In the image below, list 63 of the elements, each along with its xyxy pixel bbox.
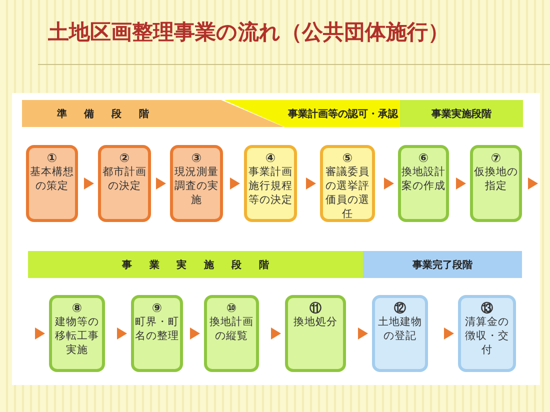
chevron-arrow [306,178,316,190]
chevron-arrow [230,178,240,190]
step-box [285,295,346,372]
step-box [372,295,428,372]
chevron-arrow [271,328,281,340]
step-box [244,145,297,222]
phase-label: 準 備 段 階 [56,108,150,120]
step-label: 現況測量調査の実施 [174,165,220,207]
step-box [49,295,105,372]
step-box [170,145,223,222]
phase-band [28,251,363,278]
chevron-arrow [117,328,127,340]
phase-label: 事業計画等の認可・承認 [288,108,398,120]
step-box [98,145,151,222]
chevron-arrow [444,328,454,340]
phase-band [400,100,523,127]
chevron-arrow [156,178,166,190]
step-label: 町界・町名の整理 [134,315,180,343]
step-number: ⑦ [490,151,502,165]
phase-band [224,100,402,127]
step-number: ⑤ [342,151,353,165]
step-number: ⑫ [394,301,406,315]
step-label: 土地建物の登記 [377,315,423,343]
step-number: ⑪ [310,301,322,315]
step-box [204,295,259,372]
step-label: 基本構想の策定 [29,165,75,193]
step-box [398,145,449,222]
step-number: ① [46,151,58,165]
step-number: ⑩ [226,301,237,315]
step-label: 換地設計案の作成 [401,165,446,193]
chevron-arrow [190,328,200,340]
step-number: ⑨ [152,301,162,315]
phase-band [363,251,522,278]
step-number: ⑧ [72,301,82,315]
chevron-arrow [384,178,394,190]
chevron-arrow [358,328,368,340]
step-box [470,145,522,222]
phase-band [22,100,284,127]
phase-label: 事業実施段階 [432,107,492,120]
step-label: 審議委員の選挙評価員の選任 [324,165,370,221]
step-box [131,295,183,372]
step-number: ④ [265,151,276,165]
step-number: ② [119,151,130,165]
chevron-arrow [456,178,466,190]
step-box [320,145,375,222]
phase-label: 事業完了段階 [412,258,472,272]
step-number: ⑬ [481,301,493,315]
step-label: 仮換地の指定 [473,165,519,193]
step-label: 建物等の移転工事実施 [54,315,100,357]
step-label: 清算金の徴収・交付 [464,315,510,357]
chevron-arrow [35,328,45,340]
step-label: 事業計画施行規程等の決定 [248,165,294,207]
phase-label: 事 業 実 施 段 階 [122,258,270,272]
step-label: 換地計画の縦覧 [208,315,254,343]
step-label: 都市計画の決定 [102,165,148,193]
step-box [458,295,516,372]
step-box [26,145,78,222]
title: 土地区画整理事業の流れ（公共団体施行） [48,19,449,46]
step-number: ③ [191,151,202,165]
step-label: 換地処分 [294,315,338,329]
chevron-arrow [84,178,94,190]
chevron-arrow [528,178,538,190]
step-number: ⑥ [418,151,429,165]
